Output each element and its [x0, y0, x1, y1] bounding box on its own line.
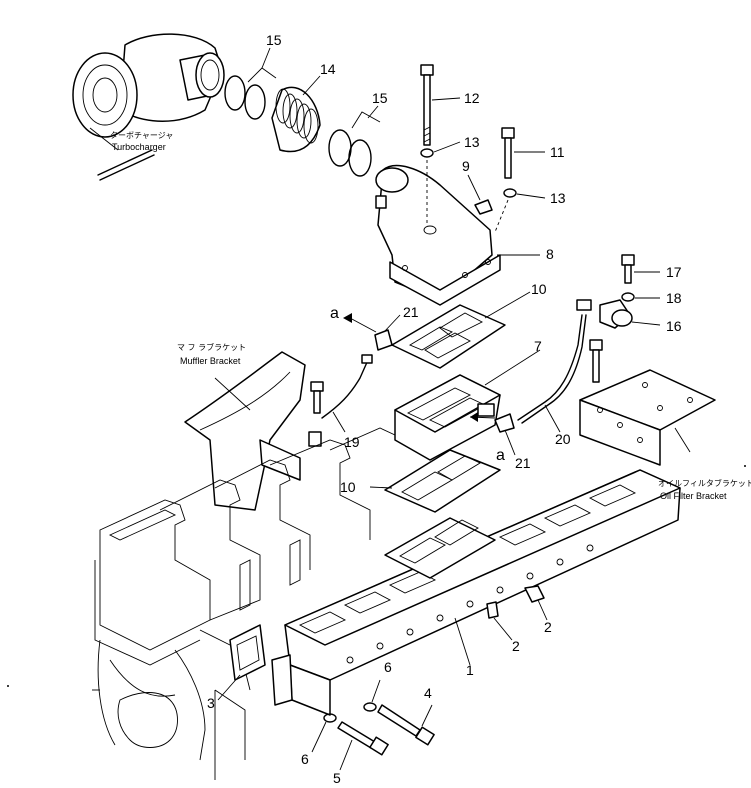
muffler-bracket-label-jp: マ フ ラブラケット [177, 342, 246, 352]
plug-2-left [486, 601, 513, 641]
callout-20: 20 [555, 431, 571, 447]
callout-10-lower: 10 [340, 479, 356, 495]
bellows-14 [271, 75, 321, 153]
callout-7: 7 [534, 338, 542, 354]
callout-16: 16 [666, 318, 682, 334]
callout-6-upper: 6 [384, 659, 392, 675]
engine-block [92, 427, 396, 780]
callout-10-upper: 10 [531, 281, 547, 297]
callout-a-upper: a [330, 305, 339, 322]
callout-15-left: 15 [266, 32, 282, 48]
o-ring-15-right [328, 105, 381, 177]
bolt-upper-bracket [589, 339, 603, 383]
callout-15-right: 15 [372, 90, 388, 106]
callout-9: 9 [462, 158, 470, 174]
gasket-10-lower [369, 449, 501, 513]
callout-11: 11 [550, 144, 565, 160]
oil-filter-bracket-label-en: Oil Filter Bracket [660, 491, 727, 501]
oil-filter-bracket [579, 369, 716, 466]
bolt-5 [337, 721, 389, 771]
washer-6-lower [311, 713, 337, 753]
callout-13-lower: 13 [550, 190, 566, 206]
clamp-16 [599, 299, 661, 329]
washer-13-lower [494, 188, 546, 233]
callout-6-lower: 6 [301, 751, 309, 767]
callout-17: 17 [666, 264, 682, 280]
gasket-3 [217, 624, 266, 701]
callout-18: 18 [666, 290, 682, 306]
callout-21-lower: 21 [515, 455, 531, 471]
exhaust-elbow-8 [375, 164, 540, 306]
muffler-bracket-label-en: Muffler Bracket [180, 356, 241, 366]
washer-13-upper [420, 141, 461, 158]
muffler-bracket [184, 351, 306, 511]
callout-19: 19 [344, 434, 360, 450]
plug-2-right [524, 585, 548, 621]
callout-5: 5 [333, 770, 341, 786]
pipe-20 [517, 299, 592, 433]
callout-8: 8 [546, 246, 554, 262]
plug-9 [467, 174, 493, 215]
exhaust-manifold-1 [271, 469, 681, 716]
callout-13-upper: 13 [464, 134, 480, 150]
callout-a-lower: a [496, 447, 505, 464]
callout-14: 14 [320, 61, 336, 77]
callout-2-left: 2 [512, 638, 520, 654]
washer-18 [621, 292, 660, 302]
callout-12: 12 [464, 90, 480, 106]
o-ring-15-left [224, 47, 277, 120]
pipe-19-left [308, 354, 373, 447]
callout-3: 3 [207, 695, 215, 711]
callout-2-right: 2 [544, 619, 552, 635]
connector-block-7 [394, 349, 541, 461]
bolt-17 [621, 254, 660, 284]
callout-21-upper: 21 [403, 304, 419, 320]
turbocharger-label-jp: ターボチャージャ [110, 131, 173, 140]
gasket-10-upper [391, 291, 531, 369]
fitting-21-upper [343, 313, 401, 351]
turbocharger [72, 33, 225, 181]
callout-1: 1 [466, 662, 474, 678]
bolt-12 [420, 64, 461, 225]
callout-4: 4 [424, 685, 432, 701]
bolt-11 [501, 127, 545, 179]
turbocharger-label-en: Turbocharger [112, 142, 166, 152]
fitting-21-lower [469, 412, 516, 456]
washer-6-upper [363, 679, 381, 712]
oil-filter-bracket-label-jp: オイルフィルタブラケット [658, 478, 751, 488]
bolt-4 [377, 704, 435, 746]
